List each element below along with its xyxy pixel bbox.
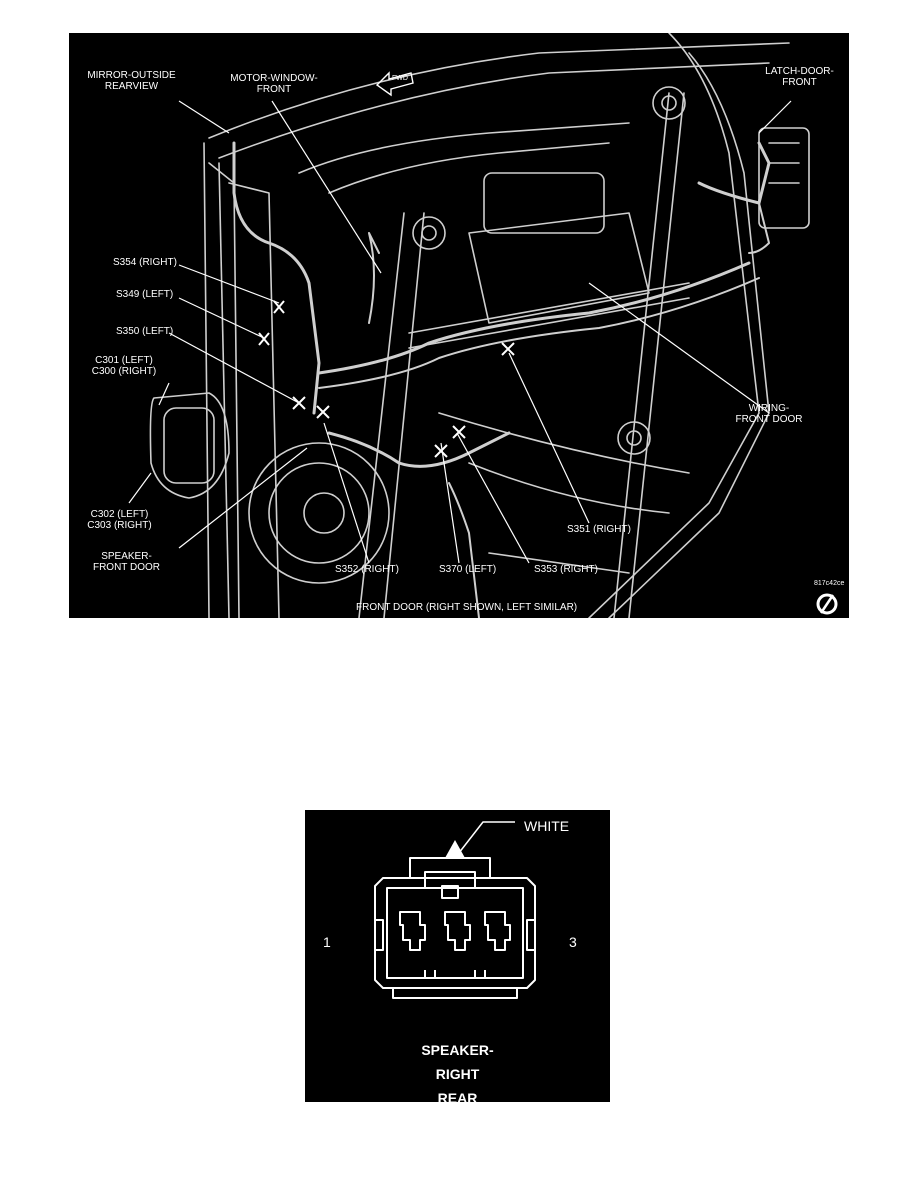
label-s370: S370 (LEFT): [439, 564, 497, 575]
color-label-white: WHITE: [524, 818, 570, 834]
figure-code: 817c42ce: [814, 580, 845, 587]
label-c301-c300: C301 (LEFT) C300 (RIGHT): [91, 355, 157, 377]
label-s351: S351 (RIGHT): [567, 524, 631, 535]
door-line-art: [128, 33, 838, 618]
label-s350: S350 (LEFT): [116, 326, 174, 337]
connector-title: SPEAKER- RIGHT REAR: [421, 1042, 494, 1102]
label-mirror-outside-rearview: MIRROR-OUTSIDE REARVIEW: [87, 70, 176, 92]
fwd-label: FWD: [392, 75, 408, 82]
label-c302-c303: C302 (LEFT) C303 (RIGHT): [87, 509, 152, 531]
connector-line-art: [374, 821, 536, 999]
service-gear-icon: [816, 593, 838, 615]
pin-label-3: 3: [569, 934, 577, 950]
label-speaker-front-door: SPEAKER- FRONT DOOR: [92, 551, 161, 573]
label-s352: S352 (RIGHT): [335, 564, 399, 575]
label-s349: S349 (LEFT): [116, 289, 174, 300]
label-wiring-front-door: WIRING- FRONT DOOR: [735, 403, 803, 425]
pin-label-1: 1: [323, 934, 331, 950]
label-latch-door-front: LATCH-DOOR- FRONT: [765, 66, 834, 88]
diagram-caption: FRONT DOOR (RIGHT SHOWN, LEFT SIMILAR): [356, 602, 578, 613]
speaker-connector-diagram: WHITE 1 3 SPEAKER- RIGHT REAR: [305, 810, 610, 1102]
fwd-arrow-icon: [375, 71, 414, 97]
front-door-diagram: FWD MIRROR-OUTSIDE REARVIEW MOTOR-WINDOW…: [69, 33, 849, 618]
label-motor-window-front: MOTOR-WINDOW- FRONT: [230, 73, 318, 95]
label-s354: S354 (RIGHT): [113, 257, 177, 268]
label-s353: S353 (RIGHT): [534, 564, 598, 575]
